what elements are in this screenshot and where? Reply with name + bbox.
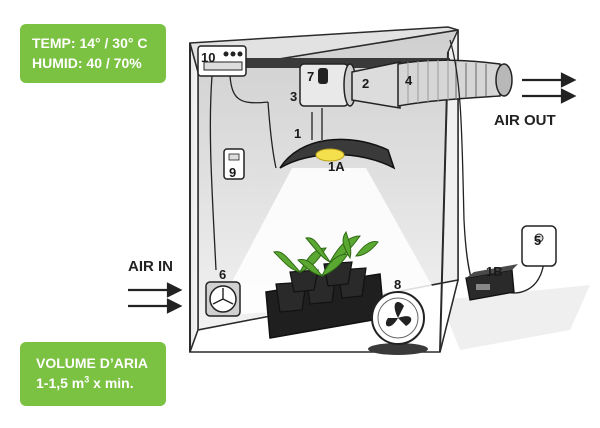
callout-lamp: 1 xyxy=(294,126,301,141)
plant-pots xyxy=(275,261,367,313)
controller-unit xyxy=(197,45,247,77)
intake-fan xyxy=(205,281,241,317)
callout-hygrometer: 9 xyxy=(229,165,236,180)
callout-intake-fan: 6 xyxy=(219,267,226,282)
callout-circulation-fan: 8 xyxy=(394,277,401,292)
callout-ballast: 1B xyxy=(486,264,503,279)
callout-bulb: 1A xyxy=(328,159,345,174)
climate-badge: TEMP: 14° / 30° C HUMID: 40 / 70% xyxy=(20,24,166,83)
hanging-bar xyxy=(198,58,450,68)
callout-controller: 10 xyxy=(201,50,215,65)
lamp-bulb xyxy=(315,148,345,162)
tent-left-panel xyxy=(189,42,199,353)
thermometer xyxy=(318,68,328,84)
callout-carbon-filter: 3 xyxy=(290,89,297,104)
callout-timer: 5 xyxy=(534,233,541,248)
temperature-range: TEMP: 14° / 30° C xyxy=(32,35,148,51)
circulation-fan xyxy=(368,291,428,355)
exhaust-duct xyxy=(397,59,513,107)
air-out-arrows xyxy=(522,72,577,104)
air-in-label: AIR IN xyxy=(128,258,173,275)
callout-thermometer: 7 xyxy=(307,69,314,84)
air-volume-value: 1-1,5 m3 x min. xyxy=(36,374,134,391)
callout-duct: 4 xyxy=(405,73,413,88)
plant-seedlings xyxy=(273,230,379,277)
light-beam xyxy=(214,168,440,316)
callout-fan-motor: 2 xyxy=(362,76,369,91)
air-out-label: AIR OUT xyxy=(494,112,556,129)
air-volume-badge: VOLUME D’ARIA 1-1,5 m3 x min. xyxy=(20,342,166,406)
power-cables xyxy=(209,39,545,294)
ballast xyxy=(465,264,518,301)
air-volume-title: VOLUME D’ARIA xyxy=(36,355,148,371)
air-in-arrows xyxy=(128,282,183,314)
exhaust-fan-motor xyxy=(351,61,401,109)
humidity-range: HUMID: 40 / 70% xyxy=(32,55,142,71)
timer-plug xyxy=(521,225,557,267)
hygrometer xyxy=(223,148,245,180)
floor-shadow xyxy=(440,285,590,350)
